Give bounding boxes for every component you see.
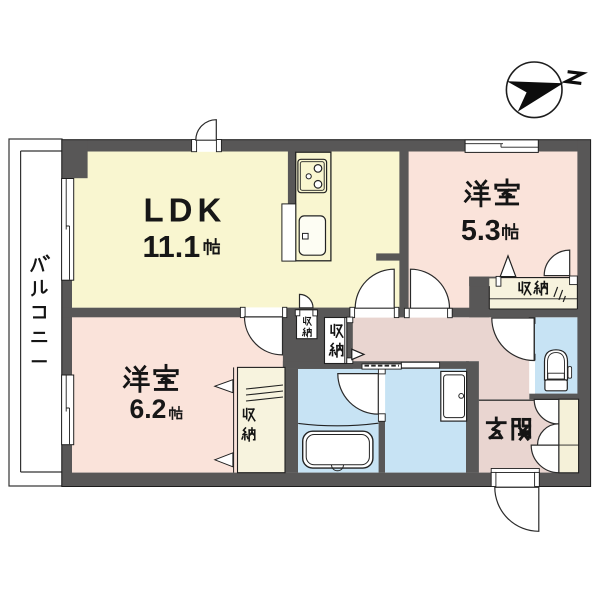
svg-text:11.1: 11.1	[143, 230, 201, 264]
svg-text:LDK: LDK	[144, 192, 227, 229]
svg-text:5.3: 5.3	[461, 215, 501, 247]
svg-text:6.2: 6.2	[130, 394, 167, 424]
